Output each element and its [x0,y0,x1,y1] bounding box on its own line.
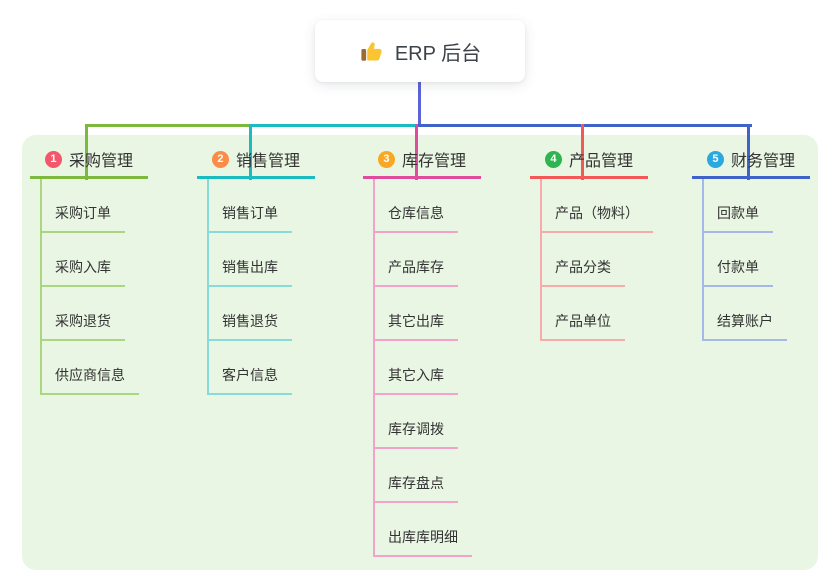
branch: 4 产品管理 产品（物料） 产品分类产品单位 [530,146,680,341]
branch-label: 财务管理 [730,153,795,170]
root-node[interactable]: ERP 后台 [315,20,525,82]
branch-number-badge: 4 [544,150,562,168]
child-row: 产品分类 [540,233,680,287]
branch: 2 销售管理 销售订单销售出库销售退货客户信息 [197,146,347,395]
child-row: 库存盘点 [373,449,513,503]
child-node[interactable]: 产品单位 [540,311,625,341]
child-node[interactable]: 采购退货 [40,311,125,341]
root-node-label: ERP 后台 [394,42,482,65]
branch-node[interactable]: 3 库存管理 [363,146,481,172]
branch-label: 采购管理 [68,153,133,170]
branch-node[interactable]: 4 产品管理 [530,146,648,172]
child-node[interactable]: 其它出库 [373,311,458,341]
child-row: 产品库存 [373,233,513,287]
child-row: 供应商信息 [40,341,180,395]
branch-node[interactable]: 2 销售管理 [197,146,315,172]
branch-drop-line [85,124,88,180]
branch: 3 库存管理 仓库信息产品库存其它出库其它入库库存调拨库存盘点出库库明细 [363,146,513,557]
child-row: 采购订单 [40,179,180,233]
child-row: 库存调拨 [373,395,513,449]
mindmap-background-panel [22,135,818,570]
child-row: 结算账户 [702,287,839,341]
child-node[interactable]: 付款单 [702,257,773,287]
child-row: 销售出库 [207,233,347,287]
child-row: 产品单位 [540,287,680,341]
child-row: 采购退货 [40,287,180,341]
child-node[interactable]: 采购订单 [40,203,125,233]
branch-drop-line [249,124,252,180]
child-row: 付款单 [702,233,839,287]
top-connector-segment-green [85,124,252,127]
branch-children: 销售订单销售出库销售退货客户信息 [207,179,347,395]
branch-underline [363,176,481,179]
child-row: 其它入库 [373,341,513,395]
child-row: 仓库信息 [373,179,513,233]
child-node[interactable]: 结算账户 [702,311,787,341]
child-row: 出库库明细 [373,503,513,557]
child-row: 采购入库 [40,233,180,287]
branch-node[interactable]: 5 财务管理 [692,146,810,172]
child-node[interactable]: 仓库信息 [373,203,458,233]
child-node[interactable]: 销售出库 [207,257,292,287]
branch-children: 回款单付款单结算账户 [702,179,839,341]
branch-label: 销售管理 [235,153,300,170]
top-connector-segment-teal [250,124,417,127]
child-node[interactable]: 产品（物料） [540,203,653,233]
child-row: 其它出库 [373,287,513,341]
child-node[interactable]: 出库库明细 [373,527,472,557]
child-node[interactable]: 客户信息 [207,365,292,395]
branch-number-badge: 2 [211,150,229,168]
branch-number-badge: 5 [706,150,724,168]
branch-drop-line [581,124,584,180]
branch-drop-line [415,124,418,180]
child-node[interactable]: 回款单 [702,203,773,233]
child-node[interactable]: 产品库存 [373,257,458,287]
branch: 1 采购管理 采购订单采购入库采购退货供应商信息 [30,146,180,395]
branch-drop-line [747,124,750,180]
child-row: 客户信息 [207,341,347,395]
branch-node[interactable]: 1 采购管理 [30,146,148,172]
branch-number-badge: 1 [44,150,62,168]
child-node[interactable]: 采购入库 [40,257,125,287]
branch-children: 采购订单采购入库采购退货供应商信息 [40,179,180,395]
branch-underline [692,176,810,179]
child-node[interactable]: 库存盘点 [373,473,458,503]
branch-label: 库存管理 [401,153,466,170]
branch-underline [30,176,148,179]
child-node[interactable]: 产品分类 [540,257,625,287]
branch-number-badge: 3 [377,150,395,168]
branch-underline [197,176,315,179]
branch-children: 仓库信息产品库存其它出库其它入库库存调拨库存盘点出库库明细 [373,179,513,557]
branch: 5 财务管理 回款单付款单结算账户 [692,146,839,341]
child-row: 销售订单 [207,179,347,233]
child-node[interactable]: 销售订单 [207,203,292,233]
branch-children: 产品（物料） 产品分类产品单位 [540,179,680,341]
thumbs-up-icon [359,38,385,64]
child-node[interactable]: 库存调拨 [373,419,458,449]
child-row: 回款单 [702,179,839,233]
branch-underline [530,176,648,179]
child-row: 销售退货 [207,287,347,341]
child-node[interactable]: 销售退货 [207,311,292,341]
root-connector-line [418,81,421,126]
child-node[interactable]: 供应商信息 [40,365,139,395]
child-node[interactable]: 其它入库 [373,365,458,395]
child-row: 产品（物料） [540,179,680,233]
branch-label: 产品管理 [568,153,633,170]
